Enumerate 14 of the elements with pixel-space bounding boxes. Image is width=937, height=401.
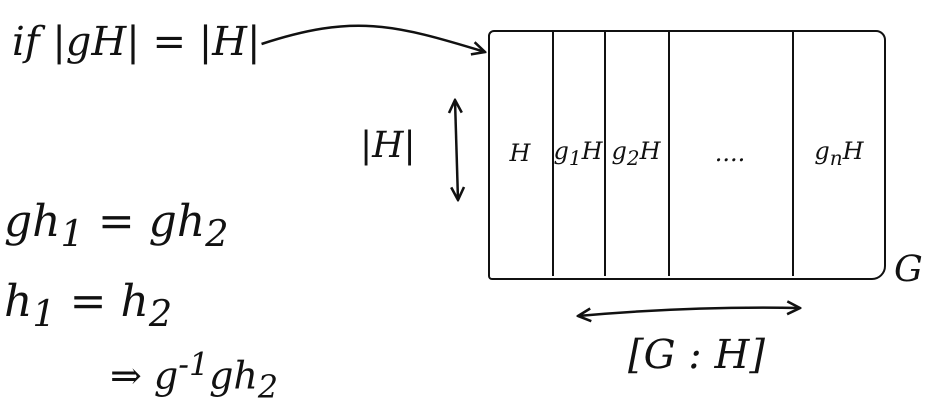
curved-arrow [261,24,486,56]
dimension-label: [G : H] [628,335,765,375]
coset-label: H [510,139,530,167]
equation-text: ⇒ g$^{-1}$gh$_{2}$ [110,350,278,401]
dimension-label: |H| [360,128,416,164]
coset-label: g$_{1}$H [553,136,603,170]
set-label: G [894,252,923,288]
equation-text: h$_{1}$ = h$_{2}$ [4,280,172,332]
coset-label: g$_{2}$H [611,136,661,170]
condition-text: if |gH| = |H| [12,18,261,66]
equation-text: gh$_{1}$ = gh$_{2}$ [4,200,229,252]
coset-strip [552,30,606,276]
coset-label: g$_{n}$H [814,136,864,170]
coset-label: .... [714,139,746,167]
